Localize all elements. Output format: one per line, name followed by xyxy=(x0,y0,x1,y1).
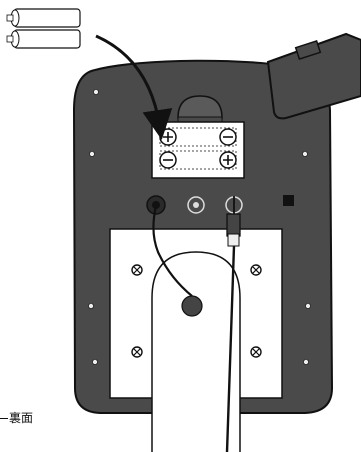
screw-icon xyxy=(250,264,262,276)
battery-icon xyxy=(6,8,81,28)
body-screw-dots xyxy=(88,89,311,365)
minus-terminal-icon xyxy=(159,151,177,169)
caption-text: 裏面 xyxy=(9,411,34,425)
plug xyxy=(226,196,241,247)
battery-icon xyxy=(6,29,81,49)
stand-pivot xyxy=(181,295,203,317)
speaker-grille-icon xyxy=(177,95,223,119)
indicator-square xyxy=(283,195,294,206)
stand-arm xyxy=(151,251,241,452)
minus-terminal-icon xyxy=(219,128,237,146)
plus-terminal-icon xyxy=(159,128,177,146)
plus-terminal-icon xyxy=(219,151,237,169)
cable-icon xyxy=(152,205,193,297)
jack-icon xyxy=(146,195,166,215)
insertion-arrow-icon xyxy=(95,34,173,140)
back-view-caption: 裏面 xyxy=(0,409,33,426)
jack-icon xyxy=(187,196,205,214)
cable-icon xyxy=(225,245,236,452)
caption-leader-line xyxy=(0,418,8,419)
screw-icon xyxy=(250,346,262,358)
screw-icon xyxy=(131,346,143,358)
detached-module xyxy=(266,32,361,120)
screw-icon xyxy=(131,264,143,276)
battery-compartment xyxy=(151,121,245,179)
